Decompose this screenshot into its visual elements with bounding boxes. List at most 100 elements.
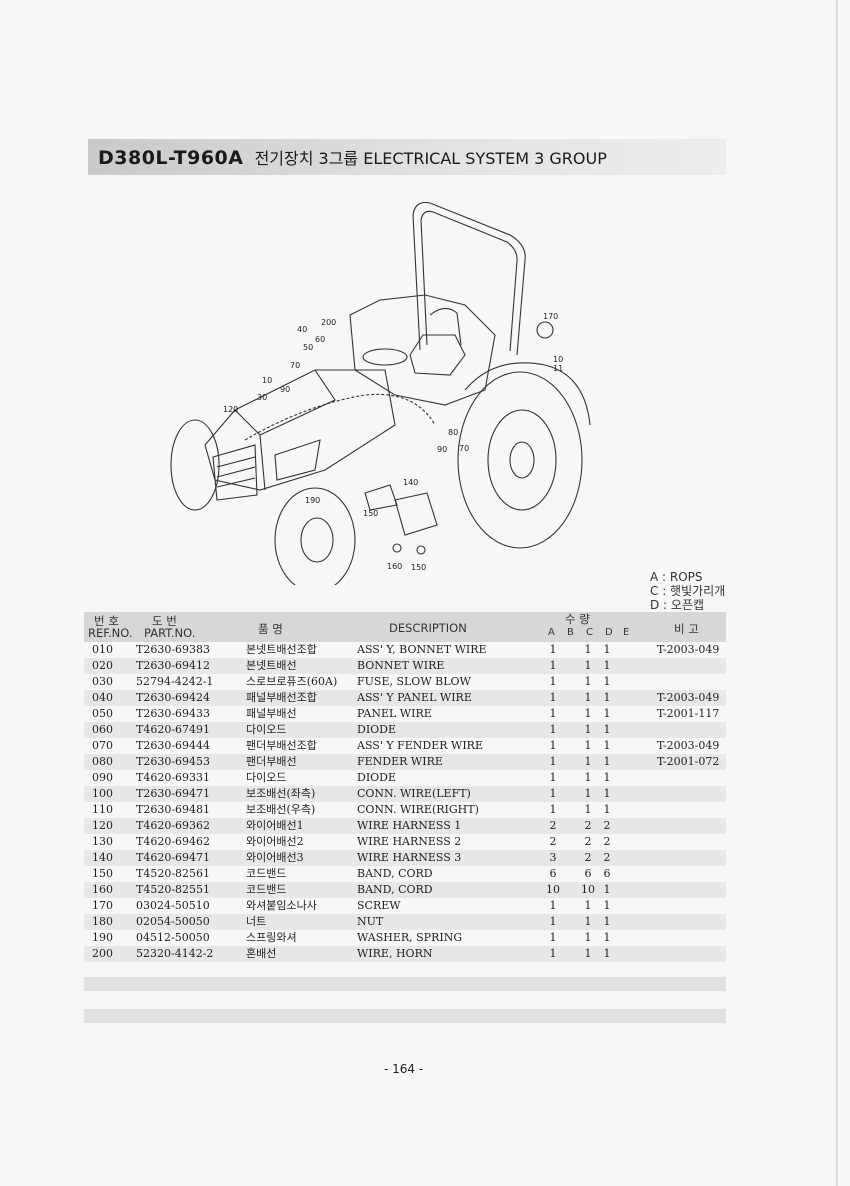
cell-name: 와이어배선1: [246, 819, 304, 832]
callout-label: 200: [321, 318, 336, 327]
cell-ref: 040: [92, 691, 113, 704]
cell-ref: 010: [92, 643, 113, 656]
cell-d: 2: [603, 819, 611, 832]
cell-a: 10: [546, 883, 560, 896]
callout-label: 50: [303, 343, 313, 352]
cell-part: T4520-82551: [136, 883, 211, 896]
callout-label: 10: [262, 376, 272, 385]
cell-ref: 090: [92, 771, 113, 784]
cell-c: 6: [584, 867, 592, 880]
cell-a: 1: [549, 723, 557, 736]
cell-ref: 130: [92, 835, 113, 848]
legend: A : ROPS C : 햇빛가리개 D : 오픈캡: [650, 570, 725, 612]
cell-d: 1: [603, 915, 611, 928]
cell-name: 보조배선(우측): [246, 803, 316, 816]
cell-desc: BONNET WIRE: [357, 659, 445, 672]
cell-name: 다이오드: [246, 771, 287, 784]
cell-a: 1: [549, 739, 557, 752]
cell-desc: ASS' Y PANEL WIRE: [357, 691, 472, 704]
cell-remark: T-2003-049: [657, 691, 720, 704]
cell-d: 6: [603, 867, 611, 880]
header-qty-e: E: [623, 627, 630, 638]
legend-a: A : ROPS: [650, 570, 703, 584]
cell-part: T2630-69433: [136, 707, 211, 720]
cab-area: [349, 294, 496, 406]
cell-c: 1: [584, 675, 592, 688]
cell-desc: WASHER, SPRING: [357, 931, 463, 944]
step-bracket: [364, 484, 398, 511]
cell-d: 1: [603, 947, 611, 960]
cell-c: 1: [584, 947, 592, 960]
cell-c: 1: [584, 707, 592, 720]
cell-d: 1: [603, 803, 611, 816]
cell-desc: WIRE HARNESS 3: [357, 851, 462, 864]
cell-c: 1: [584, 803, 592, 816]
cell-c: 1: [584, 691, 592, 704]
legend-d: D : 오픈캡: [650, 598, 705, 612]
wire-harness: [244, 393, 436, 441]
cell-d: 2: [603, 835, 611, 848]
callout-label: 40: [297, 325, 307, 334]
cell-ref: 120: [92, 819, 113, 832]
cell-desc: WIRE, HORN: [357, 947, 433, 960]
cell-a: 1: [549, 803, 557, 816]
cell-c: 1: [584, 659, 592, 672]
cell-part: T2630-69481: [136, 803, 211, 816]
front-grille: [212, 444, 258, 501]
cell-name: 본넷트배선: [246, 659, 297, 672]
callout-label: 140: [403, 478, 418, 487]
cell-ref: 200: [92, 947, 113, 960]
cell-a: 1: [549, 675, 557, 688]
rear-wheel-rim: [487, 409, 557, 511]
callout-label: 90: [437, 445, 447, 454]
rear-wheel-hub: [509, 441, 535, 479]
cell-name: 다이오드: [246, 723, 287, 736]
cell-a: 6: [549, 867, 557, 880]
cell-part: T2630-69424: [136, 691, 211, 704]
cell-c: 1: [584, 899, 592, 912]
callout-label: 30: [257, 393, 267, 402]
cell-desc: BAND, CORD: [357, 867, 433, 880]
cell-desc: CONN. WIRE(RIGHT): [357, 803, 479, 816]
grille-line: [216, 456, 256, 468]
cell-c: 1: [584, 915, 592, 928]
callout-label: 10: [553, 355, 563, 364]
cell-desc: FUSE, SLOW BLOW: [357, 675, 471, 688]
blank-row-bar: [84, 977, 726, 991]
cell-desc: NUT: [357, 915, 384, 928]
cell-a: 1: [549, 643, 557, 656]
header-part-ko: 도 번: [152, 614, 177, 628]
cell-ref: 150: [92, 867, 113, 880]
header-description: DESCRIPTION: [389, 621, 467, 635]
hood: [204, 369, 396, 491]
cell-name: 와이어배선2: [246, 835, 304, 848]
title-korean: 전기장치 3그룹: [254, 149, 359, 168]
cell-c: 1: [584, 755, 592, 768]
cell-d: 1: [603, 771, 611, 784]
cell-name: 보조배선(좌측): [246, 787, 316, 800]
blank-row-bar: [84, 1009, 726, 1023]
cell-remark: T-2001-117: [657, 707, 720, 720]
nut-part: [416, 545, 426, 555]
grille-line: [216, 477, 256, 488]
grille-side: [274, 439, 321, 481]
cell-a: 3: [549, 851, 557, 864]
callout-label: 70: [290, 361, 300, 370]
cell-a: 1: [549, 947, 557, 960]
cell-d: 1: [603, 659, 611, 672]
cell-desc: WIRE HARNESS 2: [357, 835, 462, 848]
seat-base: [409, 334, 466, 376]
front-wheel-right: [274, 487, 356, 585]
cell-remark: T-2003-049: [657, 643, 720, 656]
cell-ref: 160: [92, 883, 113, 896]
cell-a: 1: [549, 691, 557, 704]
cell-ref: 020: [92, 659, 113, 672]
